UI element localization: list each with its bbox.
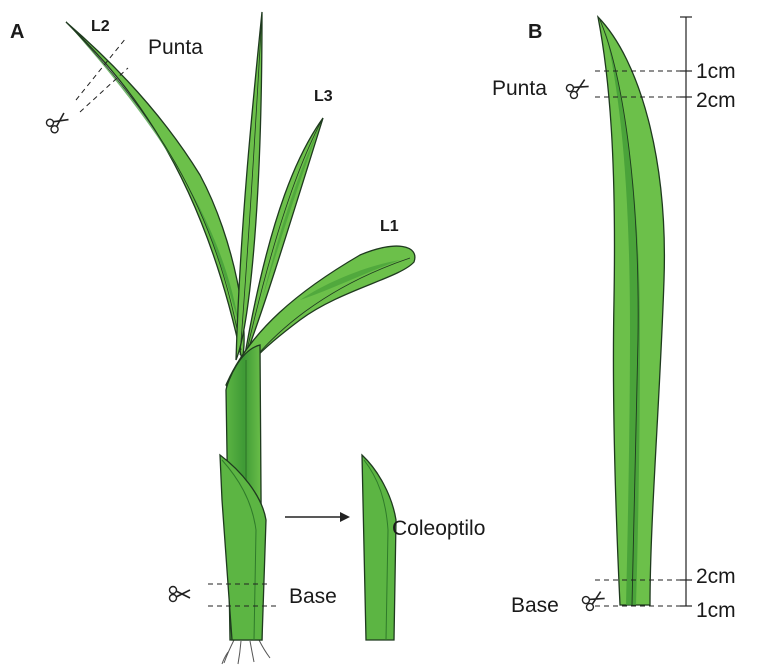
base-label-b: Base — [511, 594, 559, 617]
scissors-icon — [170, 587, 191, 602]
scissors-icon — [581, 589, 606, 612]
panel-b: B Punta Base 1cm 2cm 2cm — [492, 17, 736, 622]
arrow — [285, 512, 350, 522]
panel-a: A — [10, 12, 485, 664]
leaf-label-l2: L2 — [91, 18, 110, 35]
leaf-label-l3: L3 — [314, 88, 333, 105]
base-label-a: Base — [289, 585, 337, 608]
scale-bar — [680, 17, 692, 606]
coleoptile-label: Coleoptilo — [392, 517, 485, 540]
tip-label-a: Punta — [148, 36, 203, 59]
tip-cut-lines — [76, 38, 128, 112]
scale-top-2cm: 2cm — [696, 89, 736, 112]
roots — [222, 640, 270, 664]
scissors-icon — [45, 110, 70, 134]
scale-bottom-1cm: 1cm — [696, 599, 736, 622]
scale-top-1cm: 1cm — [696, 60, 736, 83]
tip-label-b: Punta — [492, 77, 547, 100]
scale-bottom-2cm: 2cm — [696, 565, 736, 588]
leaf-b — [598, 17, 664, 605]
scissors-icon — [565, 77, 590, 100]
panel-a-letter: A — [10, 21, 24, 43]
panel-b-letter: B — [528, 21, 542, 43]
coleoptile-piece — [362, 455, 396, 640]
leaf-label-l1: L1 — [380, 218, 399, 235]
leaf-l2 — [66, 22, 244, 360]
